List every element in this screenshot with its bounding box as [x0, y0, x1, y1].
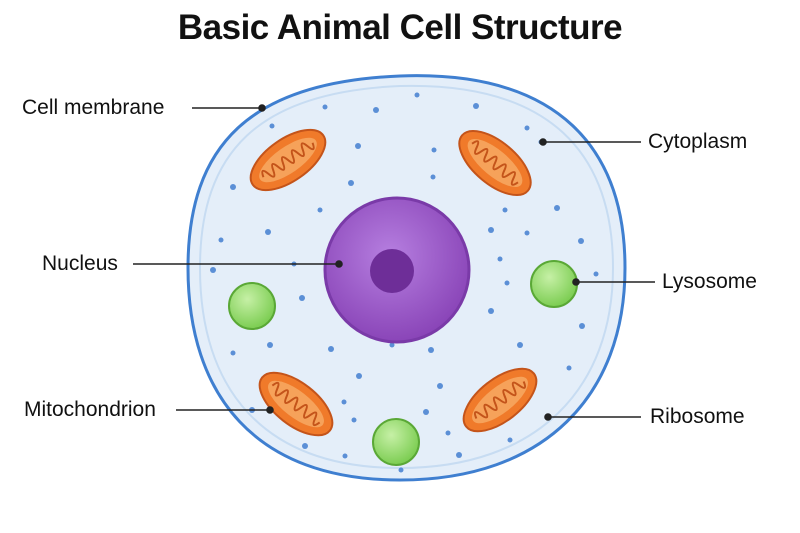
mitochondrion-bottom-left	[258, 371, 334, 437]
nucleus	[323, 196, 471, 344]
leader-lines	[133, 104, 655, 421]
mitochondrion-top-left	[249, 128, 327, 192]
lysosome-right	[530, 260, 578, 308]
label-nucleus: Nucleus	[42, 252, 118, 275]
label-cytoplasm: Cytoplasm	[648, 130, 748, 153]
mitochondrion-bottom-right	[462, 367, 538, 433]
nucleolus	[370, 249, 414, 293]
lysosome-bottom	[372, 418, 420, 466]
diagram-title: Basic Animal Cell Structure	[177, 8, 623, 47]
label-cell-membrane: Cell membrane	[22, 96, 165, 119]
mitochondrion-top-right	[458, 130, 532, 196]
label-mitochondrion: Mitochondrion	[24, 398, 156, 421]
lysosome-left	[228, 282, 276, 330]
label-ribosome: Ribosome	[650, 405, 745, 428]
label-lysosome: Lysosome	[662, 270, 757, 293]
